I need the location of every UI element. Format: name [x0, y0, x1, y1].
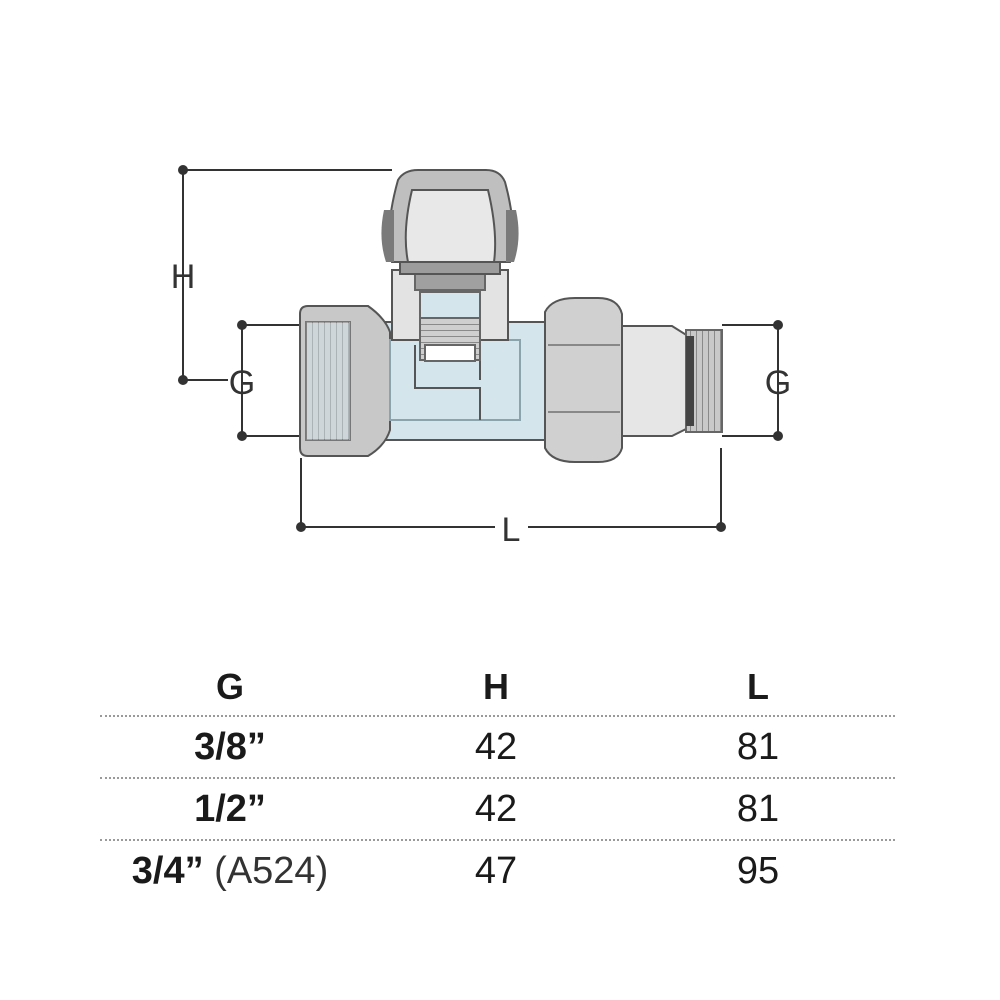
table-row: 3/4” (A524) 47 95 — [100, 841, 895, 901]
cell-l: 95 — [736, 850, 780, 892]
thread-left-label: G — [229, 364, 255, 402]
cell-l: 81 — [736, 726, 780, 768]
valve-drawing: H G G L — [171, 165, 791, 549]
spec-table: G H L 3/8” 42 81 1/2” 42 81 3/4” (A524) … — [100, 655, 895, 901]
height-label: H — [171, 258, 196, 296]
model-note: (A524) — [214, 850, 329, 892]
table-row: 1/2” 42 81 — [100, 779, 895, 841]
valve-body — [299, 169, 723, 463]
table-header-row: G H L — [100, 655, 895, 717]
header-g: G — [215, 666, 245, 707]
cell-h: 47 — [474, 850, 518, 892]
size-value: 3/4” — [131, 850, 204, 892]
header-l: L — [747, 666, 769, 707]
cell-h: 42 — [474, 726, 518, 768]
size-value: 3/8” — [194, 726, 266, 768]
header-h: H — [483, 666, 509, 707]
cell-g: 3/8” — [194, 717, 266, 777]
length-label: L — [502, 511, 521, 549]
thread-right-label: G — [765, 364, 791, 402]
size-value: 1/2” — [194, 788, 266, 830]
cell-g: 3/4” (A524) — [132, 841, 328, 901]
cell-h: 42 — [474, 788, 518, 830]
dimension-lines — [178, 165, 783, 532]
table-row: 3/8” 42 81 — [100, 717, 895, 779]
cell-l: 81 — [736, 788, 780, 830]
cell-g: 1/2” — [194, 779, 266, 839]
